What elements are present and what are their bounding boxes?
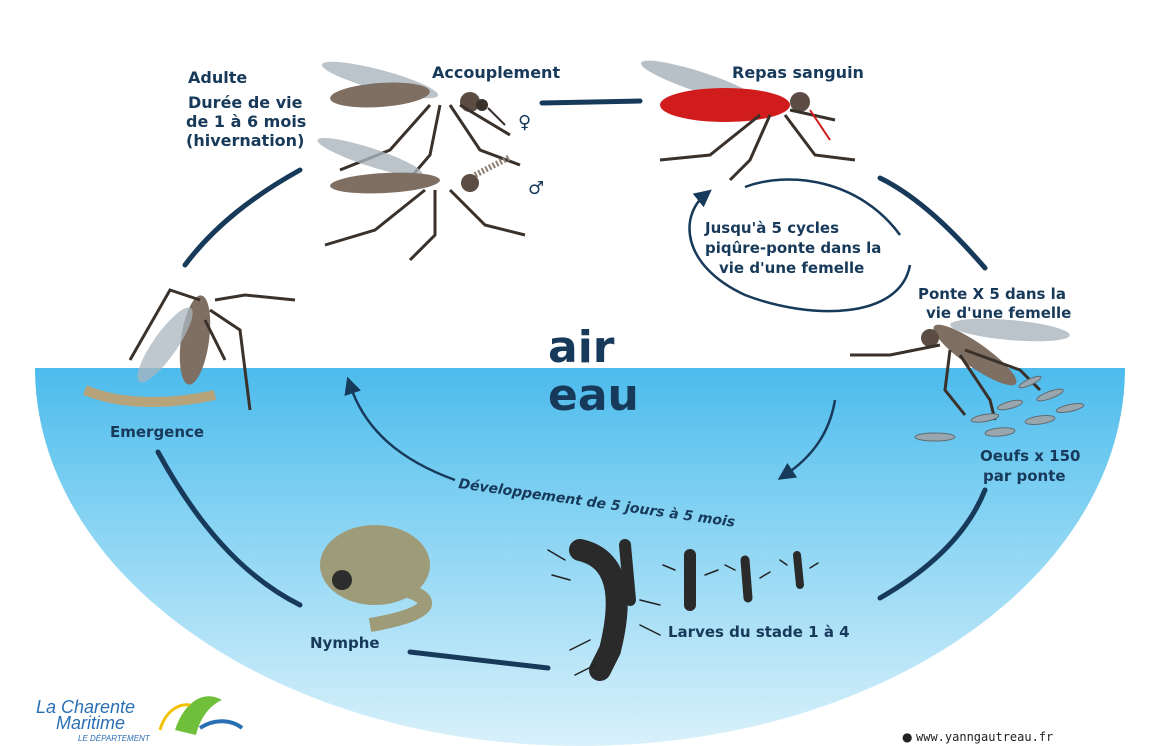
- female-symbol: ♀: [518, 112, 531, 133]
- logo-line3: LE DÉPARTEMENT: [78, 734, 151, 743]
- label-ponte-2: vie d'une femelle: [926, 304, 1071, 322]
- label-duree-1: Durée de vie: [188, 93, 303, 112]
- label-repas: Repas sanguin: [732, 63, 864, 82]
- label-emergence: Emergence: [110, 423, 204, 441]
- label-cycles-3: vie d'une femelle: [719, 259, 864, 277]
- logo-bird-icon: [175, 696, 222, 735]
- label-nymphe: Nymphe: [310, 634, 380, 652]
- label-cycles-2: piqûre-ponte dans la: [705, 239, 881, 257]
- label-air: air: [548, 322, 615, 373]
- mosquito-male-icon: [315, 131, 525, 260]
- male-symbol: ♂: [528, 178, 544, 199]
- label-oeufs-2: par ponte: [983, 467, 1066, 485]
- credit-icon: ●: [902, 730, 912, 744]
- label-adulte: Adulte: [188, 68, 247, 87]
- label-duree-3: (hivernation): [186, 131, 304, 150]
- credit-text: www.yanngautreau.fr: [916, 730, 1053, 744]
- label-oeufs-1: Oeufs x 150: [980, 447, 1081, 465]
- label-eau: eau: [548, 370, 639, 421]
- label-accouplement: Accouplement: [432, 63, 560, 82]
- label-cycles-1: Jusqu'à 5 cycles: [704, 219, 839, 237]
- label-duree-2: de 1 à 6 mois: [186, 112, 306, 131]
- charente-maritime-logo: La Charente Maritime LE DÉPARTEMENT: [36, 696, 242, 743]
- logo-line2: Maritime: [56, 713, 125, 733]
- label-larves: Larves du stade 1 à 4: [668, 623, 850, 641]
- label-ponte-1: Ponte X 5 dans la: [918, 285, 1066, 303]
